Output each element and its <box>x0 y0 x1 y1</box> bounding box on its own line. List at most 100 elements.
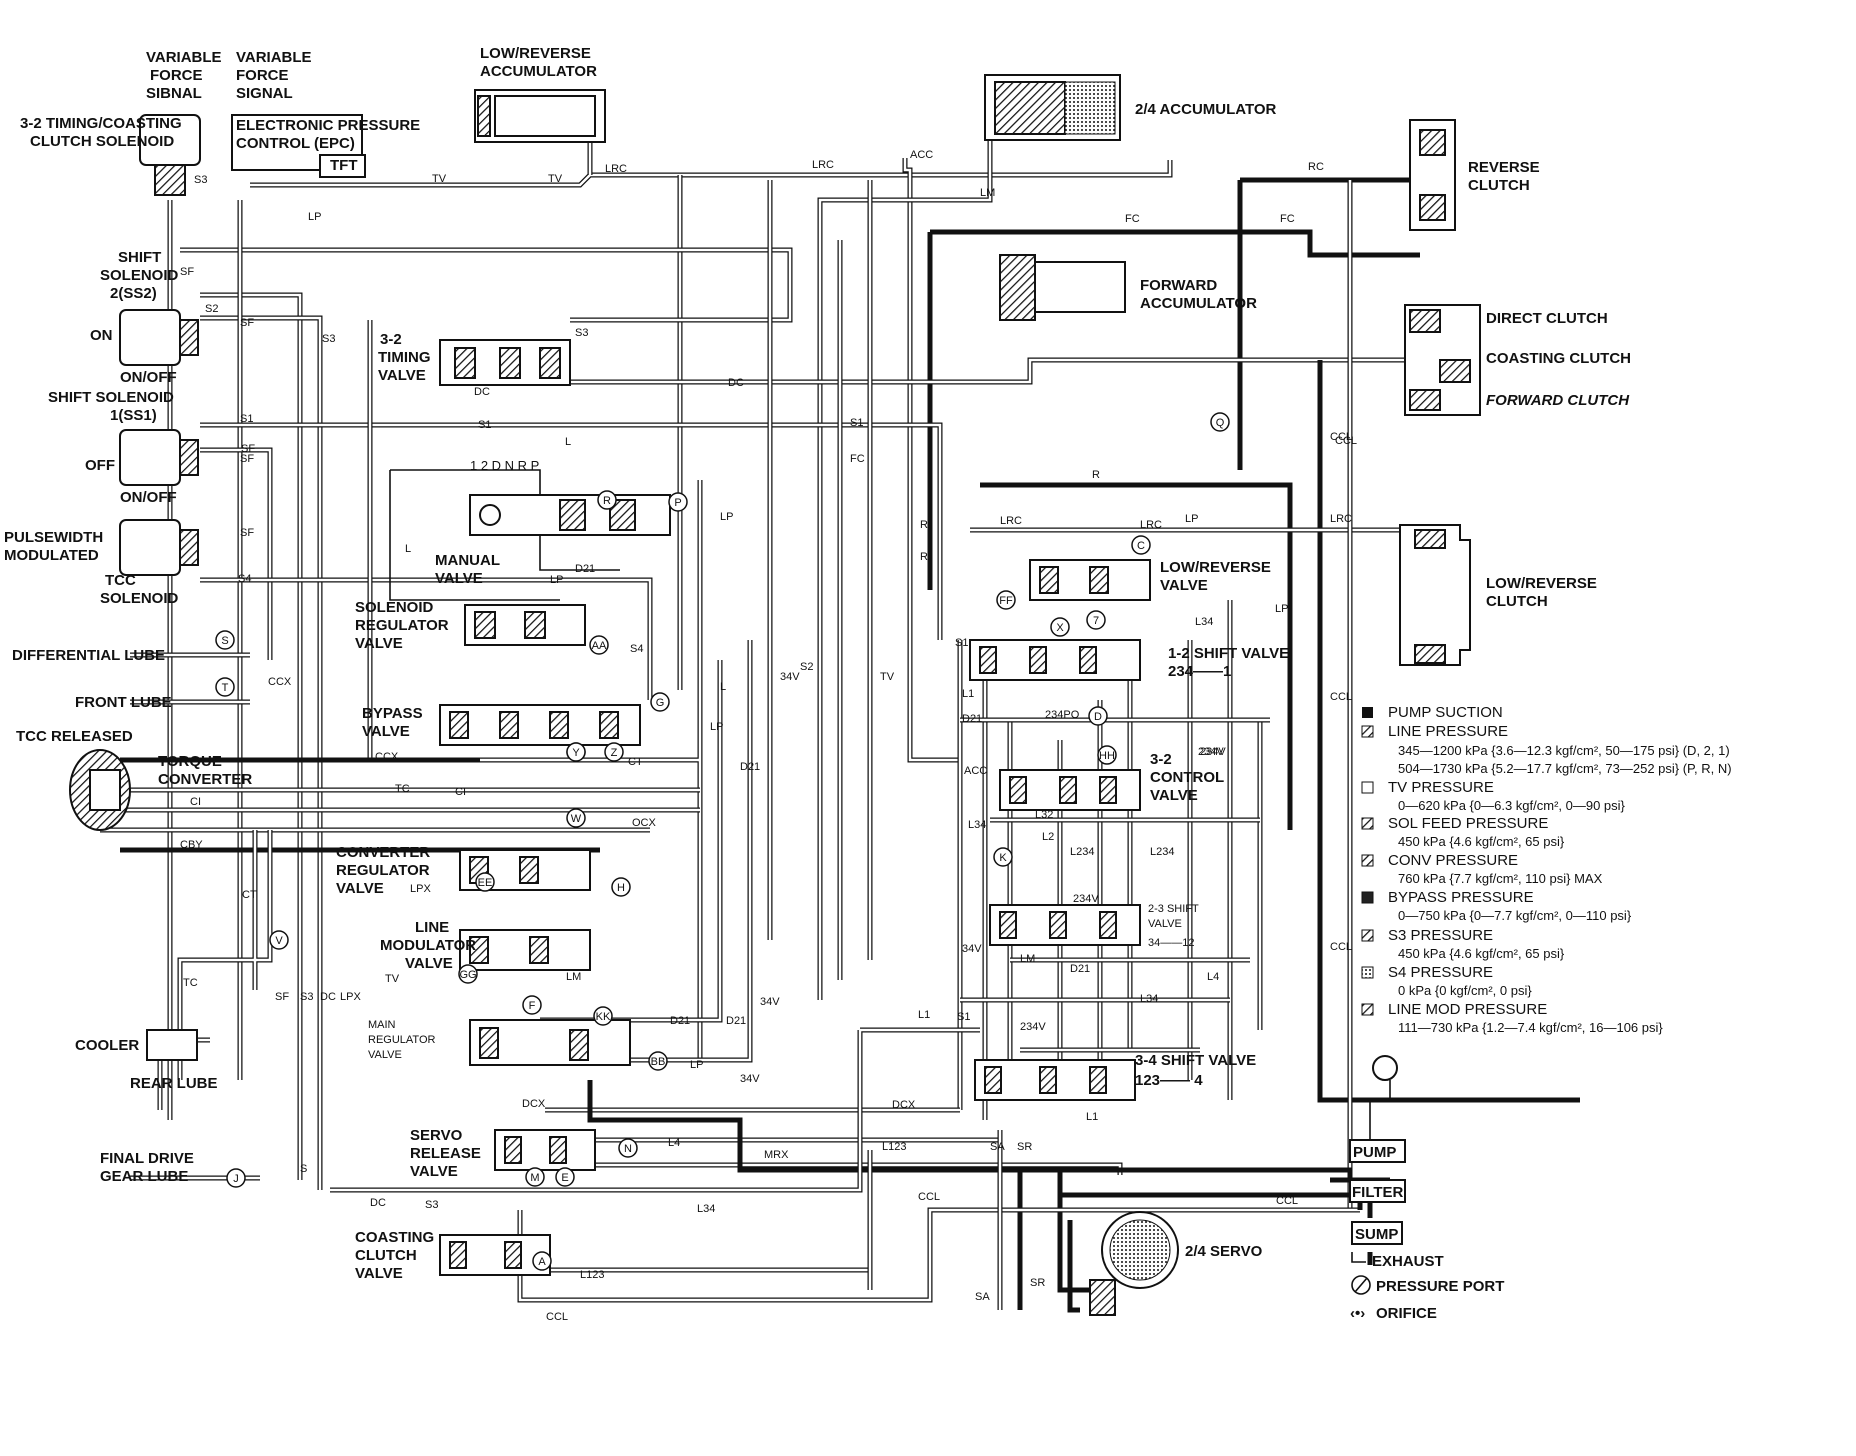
svg-text:CCL: CCL <box>1276 1195 1298 1207</box>
port-label: H <box>617 882 625 894</box>
port-label: X <box>1056 622 1064 634</box>
port-marker <box>648 1051 668 1071</box>
port-marker <box>1088 706 1108 726</box>
port-label: AA <box>592 640 607 652</box>
svg-text:S3: S3 <box>322 333 335 345</box>
svg-text:ON: ON <box>90 327 113 344</box>
svg-text:S2: S2 <box>205 303 218 315</box>
svg-text:SF: SF <box>240 317 254 329</box>
svg-text:D21: D21 <box>575 563 595 575</box>
port-marker <box>604 742 624 762</box>
svg-text:LP: LP <box>720 511 733 523</box>
svg-text:TV: TV <box>548 173 563 185</box>
port-label: C <box>1137 540 1145 552</box>
accumulator-2-4: 2/4 ACCUMULATOR <box>984 74 1277 141</box>
svg-text:S3: S3 <box>194 174 207 186</box>
svg-text:0 kPa {0 kgf/cm², 0 psi}: 0 kPa {0 kgf/cm², 0 psi} <box>1398 983 1532 998</box>
svg-text:ACC: ACC <box>910 149 933 161</box>
svg-text:D21: D21 <box>726 1015 746 1027</box>
svg-text:L: L <box>405 543 411 555</box>
port-marker <box>226 1168 246 1188</box>
svg-text:CCL: CCL <box>1335 435 1357 447</box>
port-label: P <box>674 497 681 509</box>
svg-text:L34: L34 <box>697 1203 715 1215</box>
svg-text:3-4 SHIFT VALVE: 3-4 SHIFT VALVE <box>1135 1052 1256 1069</box>
svg-text:L234: L234 <box>1150 846 1174 858</box>
svg-text:LRC: LRC <box>605 163 627 175</box>
svg-text:SF: SF <box>180 266 194 278</box>
port-marker <box>269 930 289 950</box>
svg-text:CT: CT <box>242 889 257 901</box>
port-label: A <box>538 1256 546 1268</box>
svg-text:SUMP: SUMP <box>1355 1226 1398 1243</box>
svg-text:SR: SR <box>1017 1141 1032 1153</box>
svg-text:S1: S1 <box>850 417 863 429</box>
hydraulic-lines <box>100 140 1580 1313</box>
svg-text:L2: L2 <box>1042 831 1054 843</box>
svg-text:ORIFICE: ORIFICE <box>1376 1305 1437 1322</box>
port-marker <box>522 995 542 1015</box>
port-label: V <box>275 935 283 947</box>
svg-text:LRC: LRC <box>1330 513 1352 525</box>
symbol-key: EXHAUST PRESSURE PORT ‹•› ORIFICE <box>1350 1252 1504 1322</box>
svg-text:TV: TV <box>432 173 447 185</box>
port-label: 7 <box>1093 615 1099 627</box>
port-marker <box>1050 617 1070 637</box>
svg-text:COOLER: COOLER <box>75 1037 139 1054</box>
port-label: Q <box>1216 417 1225 429</box>
pump: PUMP <box>1349 1139 1406 1163</box>
port-marker <box>566 742 586 762</box>
filter: FILTER <box>1349 1179 1406 1203</box>
svg-text:DC: DC <box>370 1197 386 1209</box>
svg-text:DIRECT CLUTCH: DIRECT CLUTCH <box>1486 310 1608 327</box>
port-label: M <box>530 1172 539 1184</box>
svg-text:S: S <box>300 1163 307 1175</box>
svg-text:ON/OFF: ON/OFF <box>120 489 177 506</box>
port-label: GG <box>459 969 476 981</box>
port-label: EE <box>478 877 493 889</box>
port-marker <box>1097 745 1117 765</box>
port-label: Z <box>611 747 618 759</box>
port-marker <box>532 1251 552 1271</box>
svg-text:234V: 234V <box>1200 746 1226 758</box>
servo-2-4: 2/4 SERVO <box>1089 1211 1263 1316</box>
port-label: G <box>656 697 665 709</box>
port-marker <box>593 1006 613 1026</box>
port-label: HH <box>1099 750 1115 762</box>
svg-text:CCL: CCL <box>1330 431 1352 443</box>
port-marker <box>1210 412 1230 432</box>
svg-text:S2: S2 <box>800 661 813 673</box>
port-label: R <box>603 495 611 507</box>
svg-text:TV: TV <box>385 973 400 985</box>
svg-text:CI: CI <box>455 786 466 798</box>
svg-text:RC: RC <box>1308 161 1324 173</box>
port-marker <box>1086 610 1106 630</box>
svg-text:L34: L34 <box>1195 616 1213 628</box>
port-label: E <box>561 1172 568 1184</box>
port-marker <box>611 877 631 897</box>
svg-text:PRESSURE PORT: PRESSURE PORT <box>1376 1278 1504 1295</box>
svg-text:CCL: CCL <box>1330 691 1352 703</box>
svg-text:D21: D21 <box>962 713 982 725</box>
svg-text:234——1: 234——1 <box>1168 663 1231 680</box>
port-label: D <box>1094 711 1102 723</box>
svg-text:34V: 34V <box>760 996 780 1008</box>
port-label: N <box>624 1143 632 1155</box>
